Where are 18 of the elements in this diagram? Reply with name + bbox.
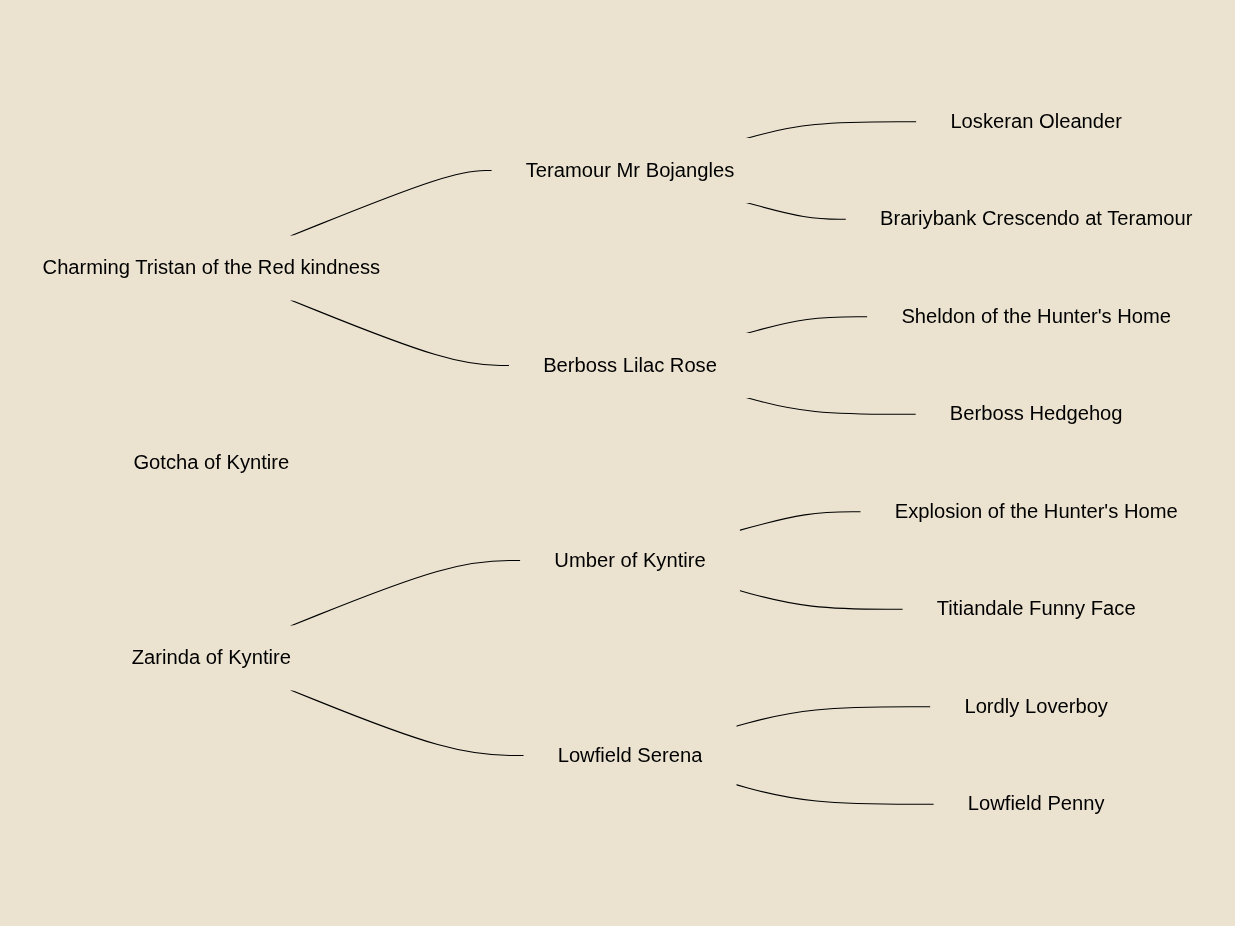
node-text: Charming Tristan of the Red kindness xyxy=(42,256,381,279)
node-text: Gotcha of Kyntire xyxy=(133,451,290,474)
connector xyxy=(738,590,904,610)
node-text: Zarinda of Kyntire xyxy=(131,646,291,669)
node-text: Titiandale Funny Face xyxy=(936,597,1136,620)
node-text: Brariybank Crescendo at Teramour xyxy=(879,207,1193,230)
node-text: Sheldon of the Hunter's Home xyxy=(901,304,1171,328)
connector xyxy=(735,784,935,805)
node-text: Lowfield Serena xyxy=(557,743,703,767)
node-text: Teramour Mr Bojangles xyxy=(525,158,735,182)
node-text: Loskeran Oleander xyxy=(950,110,1122,133)
node-text: Lordly Loverboy xyxy=(964,694,1108,718)
node-text: Berboss Hedgehog xyxy=(949,402,1123,425)
node-text: Lowfield Penny xyxy=(967,792,1105,815)
node-text: Explosion of the Hunter's Home xyxy=(894,499,1178,523)
node-text: Umber of Kyntire xyxy=(554,548,706,572)
connector xyxy=(738,511,862,531)
node-text: Berboss Lilac Rose xyxy=(543,353,717,377)
